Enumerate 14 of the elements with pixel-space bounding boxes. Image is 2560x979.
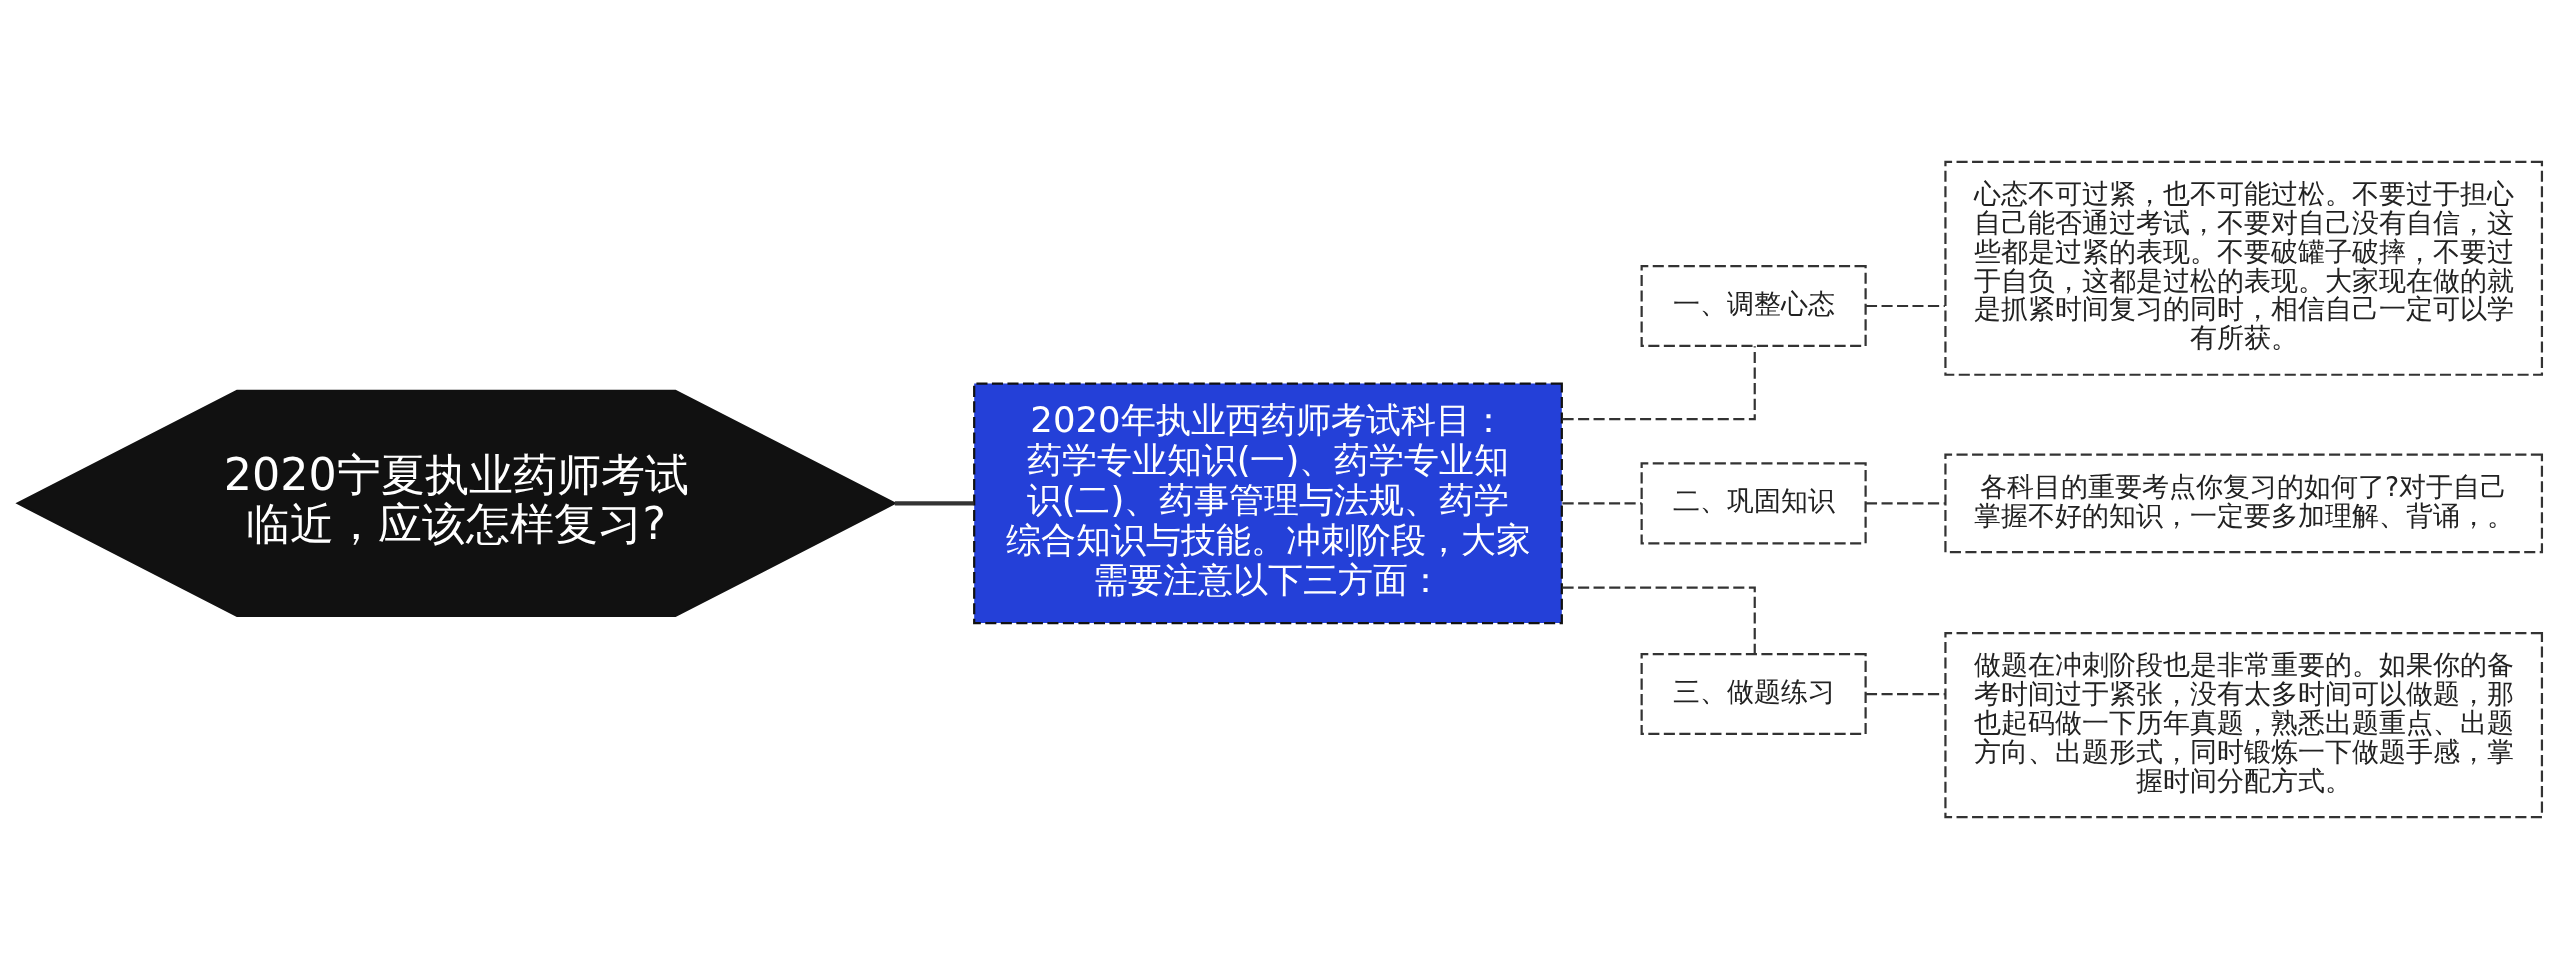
connector [1562, 502, 1642, 505]
connector [1866, 502, 1945, 505]
node-box: 2020年执业西药师考试科目：药学专业知识(一)、药学专业知识(二)、药事管理与法规、药学综合知识与技能。冲刺阶段，大家需要注意以下三方面： [973, 382, 1563, 625]
node-box: 做题在冲刺阶段也是非常重要的。如果你的备考时间过于紧张，没有太多时间可以做题，那也起码做一下历年真题，熟悉出题重点、出题方向、出题形式，同时锻炼一下做题手感，掌握时间分配方式。 [1944, 631, 2544, 819]
node-box: 心态不可过紧，也不可能过松。不要过于担心自己能否通过考试，不要对自己没有自信，这些都是过紧的表现。不要破罐子破摔，不要过于自负，这都是过松的表现。大家现在做的就是抓紧时间复习的同时，相信自己一定可以学有所获。 [1944, 160, 2544, 376]
node-box: 各科目的重要考点你复习的如何了?对于自己掌握不好的知识，一定要多加理解、背诵，。 [1944, 453, 2544, 554]
node-box: 三、做题练习 [1640, 653, 1867, 736]
connector [1866, 692, 1945, 696]
connector [894, 501, 974, 506]
connector [1866, 304, 1945, 308]
connector [1562, 586, 1756, 654]
connector [1562, 346, 1756, 421]
node-box: 二、巩固知识 [1640, 462, 1867, 545]
node-box: 一、调整心态 [1640, 264, 1867, 348]
